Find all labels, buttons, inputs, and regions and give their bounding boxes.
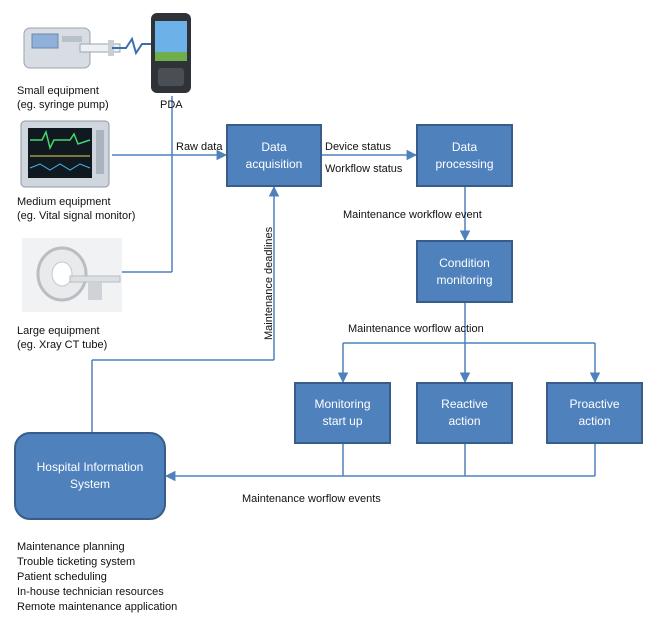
list-item: Remote maintenance application (17, 601, 178, 613)
raw-data-label: Raw data (176, 141, 223, 153)
pda-image (151, 13, 191, 93)
list-item: In-house technician resources (17, 586, 164, 598)
device-status-label: Device status (325, 141, 392, 153)
medium-equipment-label: Medium equipment(eg. Vital signal monito… (17, 196, 136, 222)
his-function-list: Maintenance planning Trouble ticketing s… (17, 540, 177, 615)
vital-signal-monitor-image (20, 120, 110, 188)
workflow-status-label: Workflow status (325, 163, 403, 175)
maintenance-worflow-events-label: Maintenance worflow events (242, 493, 381, 505)
wireless-link-icon (112, 36, 154, 56)
large-equipment-label: Large equipment(eg. Xray CT tube) (17, 325, 108, 351)
small-equipment-label: Small equipment(eg. syringe pump) (17, 85, 109, 111)
list-item: Trouble ticketing system (17, 556, 136, 568)
list-item: Patient scheduling (17, 571, 107, 583)
syringe-pump-image (23, 27, 121, 69)
maintenance-worflow-action-label: Maintenance worflow action (348, 323, 484, 335)
maintenance-deadlines-label: Maintenance deadlines (263, 226, 275, 340)
list-item: Maintenance planning (17, 541, 125, 553)
maintenance-workflow-event-label: Maintenance workflow event (343, 209, 482, 221)
ct-scanner-image (22, 238, 122, 312)
pda-label: PDA (160, 99, 183, 111)
